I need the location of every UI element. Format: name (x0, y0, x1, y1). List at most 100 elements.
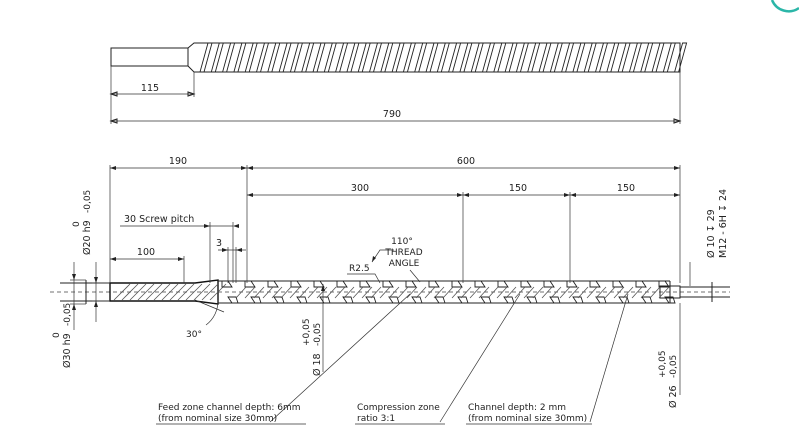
dia-26-tol-lower: -0,05 (669, 355, 679, 378)
section-flight-top (612, 280, 624, 288)
dia-20-nominal: Ø20 h9 (82, 220, 93, 255)
section-flight-bottom (342, 296, 354, 304)
top-flight (640, 42, 654, 73)
section-flight-top (497, 280, 509, 288)
dia-20-label: Ø20 h9 0 -0,05 (72, 190, 93, 255)
top-flight (414, 42, 428, 73)
dia-30-tol-lower: -0,05 (63, 303, 73, 326)
top-flights (199, 42, 688, 73)
top-flight (323, 42, 337, 73)
section-flight-bottom (411, 296, 423, 304)
section-flight-bottom (549, 296, 561, 304)
hatch-line (523, 286, 535, 299)
compression-note-2: ratio 3:1 (357, 414, 395, 424)
chamfer-angle: 30° (186, 330, 202, 340)
root-hatch (235, 286, 670, 299)
hatch-line (460, 286, 472, 299)
top-flight (561, 42, 575, 73)
dia-18-tol-lower: -0,05 (313, 323, 323, 346)
top-flight (515, 42, 529, 73)
dia-26-tol-upper: +0,05 (658, 350, 668, 378)
section-flight-bottom (227, 296, 239, 304)
section-dimensions: 190 600 300 150 150 30 Screw pitch 3 100 (70, 156, 691, 423)
top-flight (278, 42, 292, 73)
hatch-line (406, 286, 418, 299)
hatch-line (424, 286, 436, 299)
hatch-line (262, 286, 274, 299)
hatch-line (613, 286, 625, 299)
section-flight-bottom (503, 296, 515, 304)
hatch-line (568, 286, 580, 299)
top-view-screw (110, 42, 688, 73)
top-flight (199, 42, 213, 73)
hatch-line (352, 286, 364, 299)
top-flight (346, 42, 360, 73)
section-flight-bottom (457, 296, 469, 304)
section-view (50, 279, 730, 305)
section-flight-bottom (388, 296, 400, 304)
top-flight (527, 42, 541, 73)
dia-18-nominal: Ø 18 (312, 353, 323, 376)
corner-badge-icon (770, 0, 799, 13)
hatch-line (145, 283, 163, 301)
section-flight-bottom (273, 296, 285, 304)
section-flight-top (428, 280, 440, 288)
hatch-line (253, 286, 265, 299)
top-flight (594, 42, 609, 73)
top-flight (674, 42, 688, 73)
hatch-line (559, 286, 571, 299)
top-flight (233, 42, 247, 73)
dim-190: 190 (169, 156, 187, 167)
hatch-line (235, 286, 247, 299)
section-flight-bottom (480, 296, 492, 304)
feed-zone-note-2: (from nominal size 30mm) (158, 414, 277, 424)
hatch-line (370, 286, 382, 299)
hatch-line (433, 286, 445, 299)
hole-callout: Ø 10 ↧ 29 M12 - 6H ↧ 24 (706, 189, 729, 258)
top-flight (425, 42, 439, 73)
top-flight (617, 42, 631, 73)
dim-600: 600 (457, 156, 475, 167)
hatch-line (271, 286, 283, 299)
dim-150-b: 150 (617, 183, 635, 194)
zone-notes: Feed zone channel depth: 6mm (from nomin… (156, 403, 592, 425)
top-flight (267, 42, 281, 73)
section-flights (221, 280, 676, 304)
section-flight-top (359, 280, 371, 288)
section-flight-top (543, 280, 555, 288)
hatch-line (541, 286, 553, 299)
top-flight (289, 42, 303, 73)
section-flight-bottom (641, 296, 653, 304)
top-flight (357, 42, 371, 73)
dia-18-tol-upper: +0,05 (302, 318, 312, 346)
section-flight-bottom (595, 296, 607, 304)
top-flight (380, 42, 394, 73)
top-shank (110, 47, 189, 67)
hole-callout-1: Ø 10 ↧ 29 (706, 209, 717, 258)
compression-note-1: Compression zone (357, 403, 440, 413)
hatch-line (397, 286, 409, 299)
top-flight (255, 42, 270, 73)
thread-angle-label-1: THREAD (384, 248, 422, 258)
hatch-line (631, 286, 643, 299)
hatch-line (244, 286, 256, 299)
hatch-line (586, 286, 598, 299)
section-flight-bottom (365, 296, 377, 304)
metering-note-2: (from nominal size 30mm) (468, 414, 587, 424)
section-flight-top (589, 280, 601, 288)
dim-790: 790 (383, 109, 401, 120)
top-flight (459, 42, 473, 73)
top-flight (448, 42, 462, 73)
feed-zone-note-1: Feed zone channel depth: 6mm (158, 403, 301, 413)
dia-30-nominal: Ø30 h9 (62, 333, 73, 368)
hatch-line (177, 283, 195, 301)
top-flight (481, 42, 496, 73)
section-flight-top (405, 280, 417, 288)
hatch-line (415, 286, 427, 299)
top-flight (583, 42, 597, 73)
section-flight-bottom (434, 296, 446, 304)
hatch-line (334, 286, 346, 299)
hatch-line (442, 286, 454, 299)
section-flight-bottom (664, 296, 676, 304)
